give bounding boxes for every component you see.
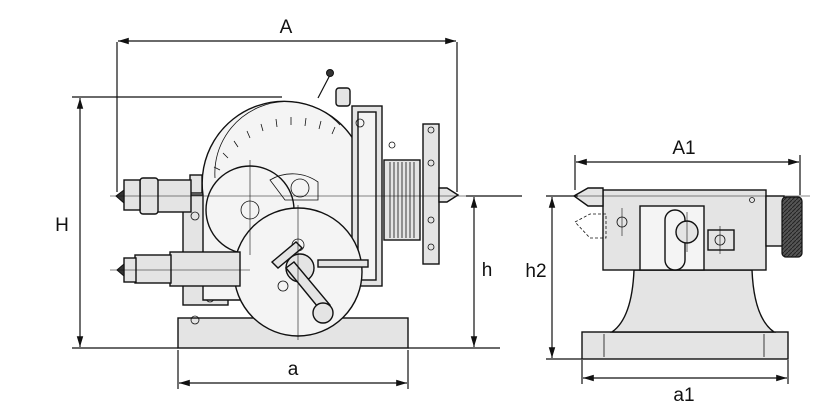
tailstock-knurled-knob: [781, 196, 803, 258]
crank-handle: [312, 302, 334, 324]
head-body-screw-2: [190, 315, 200, 325]
upper-segment-hub: [290, 178, 310, 198]
lower-shaft-collar: [134, 254, 172, 284]
dim-A1: A1: [574, 138, 801, 195]
tailstock-pedestal: [609, 269, 777, 333]
flange-hole-4: [427, 243, 435, 251]
flange-hole-1: [427, 126, 435, 134]
dim-h: h: [408, 195, 522, 349]
dim-H-label: H: [55, 215, 69, 236]
flange-hole-3: [427, 216, 435, 224]
tailstock-base-slots: [603, 334, 765, 357]
tailstock-lock-block: [707, 229, 735, 251]
faceplate-screw-right: [388, 141, 396, 149]
dim-A: A: [116, 17, 458, 192]
lower-shaft-housing: [169, 251, 241, 287]
spindle-center-point: [438, 187, 460, 203]
dim-h-label: h: [482, 260, 493, 281]
dim-a1: a1: [581, 360, 789, 406]
tailstock-spindle: [765, 195, 785, 247]
head-body-screw-1: [190, 211, 200, 221]
index-lever-knob: [326, 69, 334, 77]
dividing-head: [110, 69, 468, 349]
upper-segment: [269, 173, 319, 201]
flange-hole-2: [427, 159, 435, 167]
dim-h2-label: h2: [525, 261, 546, 282]
dim-a: a: [177, 350, 409, 389]
faceplate-screw-top: [355, 118, 365, 128]
index-plate-scale: [214, 101, 341, 179]
crank-latch: [270, 241, 304, 269]
dim-a-label: a: [288, 359, 299, 380]
index-pin-housing: [335, 87, 351, 107]
tailstock-center-lines: [548, 195, 810, 254]
dim-h2: h2: [525, 195, 582, 360]
dim-H: H: [55, 96, 282, 349]
sector-arm: [317, 259, 369, 268]
upper-shaft-end: [123, 179, 141, 211]
tailstock-center-retracted: [574, 213, 607, 239]
upper-shaft-collar: [189, 174, 203, 194]
index-plate-ticks: [213, 117, 336, 171]
tailstock: [548, 187, 810, 360]
crank-pivot: [277, 280, 289, 292]
tailstock-oil-hole: [749, 197, 755, 203]
tailstock-center: [572, 187, 604, 207]
dim-a1-label: a1: [673, 385, 694, 406]
upper-shaft-tip: [115, 189, 125, 205]
dim-A-label: A: [280, 17, 293, 38]
head-center-lines: [110, 160, 468, 340]
spindle-flange: [422, 123, 440, 265]
dim-A1-label: A1: [672, 138, 695, 159]
spindle-threads: [389, 162, 415, 238]
tailstock-base: [581, 331, 789, 360]
index-lever: [317, 74, 331, 99]
